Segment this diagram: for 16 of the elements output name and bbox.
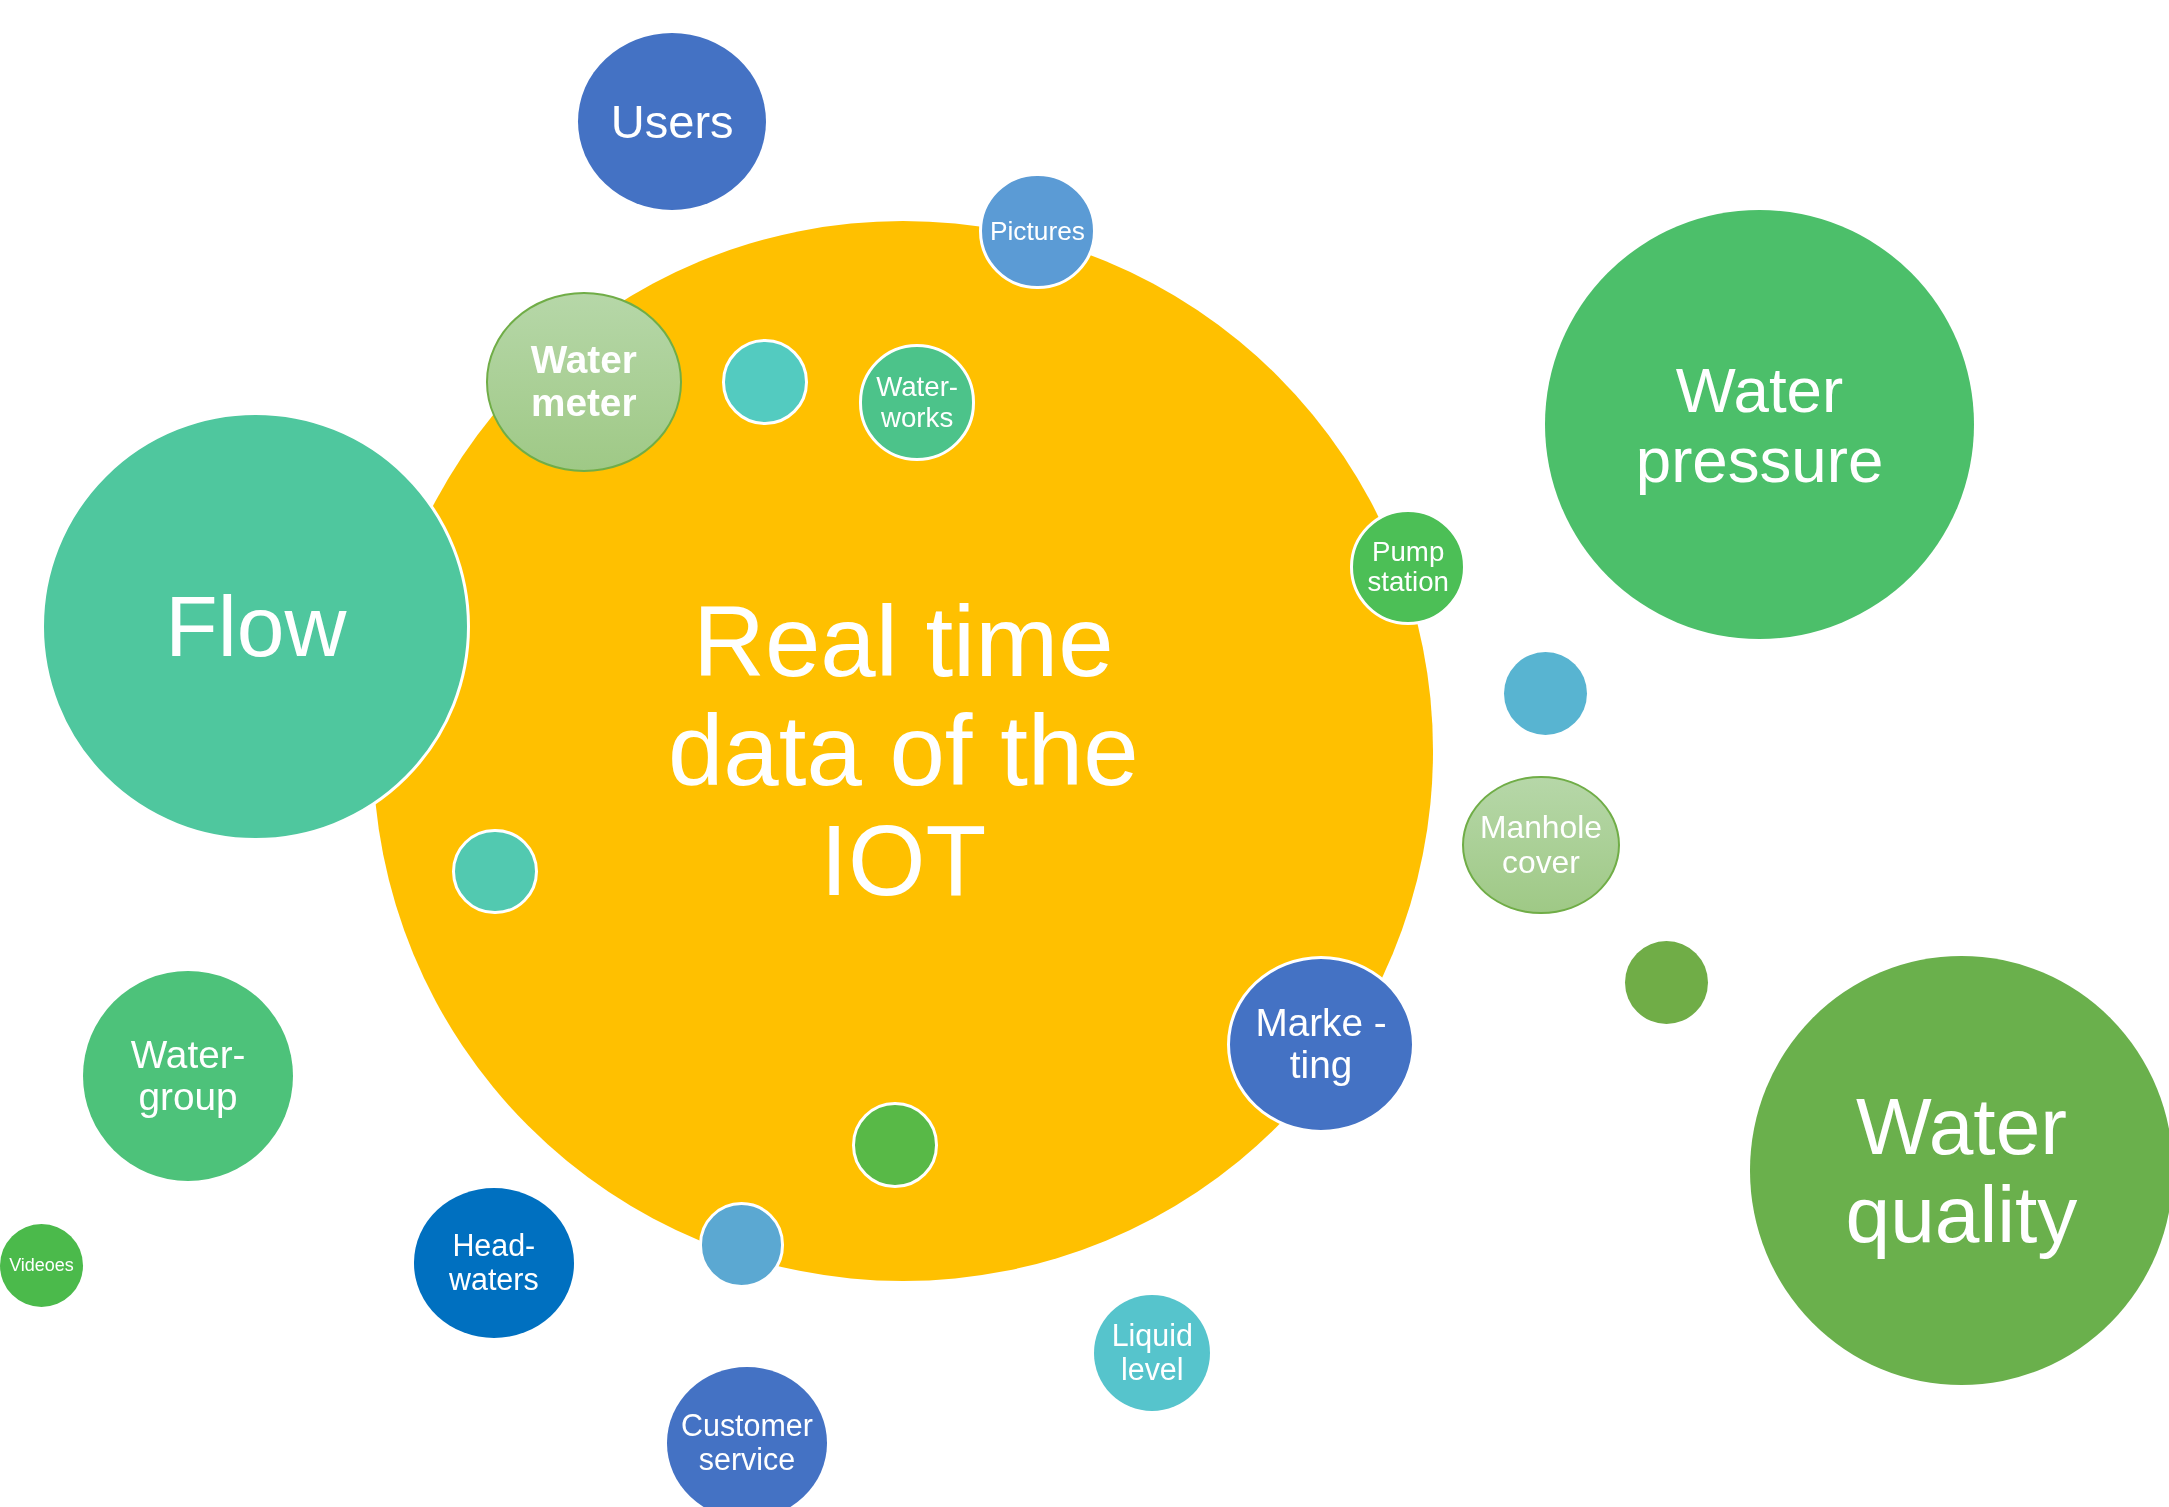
bubble-label: Liquid level — [1110, 1319, 1194, 1387]
bubble-label: Head-waters — [448, 1229, 540, 1297]
bubble-label: Marke -ting — [1254, 1001, 1388, 1087]
bubble-label: Customer service — [680, 1409, 814, 1477]
bubble-label: Users — [609, 95, 735, 148]
bubble-label: Videoes — [8, 1255, 75, 1276]
bubble-label: Manhole cover — [1478, 810, 1603, 881]
bubble-label: Pump station — [1366, 536, 1450, 598]
bubble-label: Flow — [164, 579, 348, 674]
bubble-label: Water meter — [529, 339, 638, 425]
bubble-label: Water-works — [875, 372, 960, 433]
bubble-label: Water pressure — [1634, 354, 1885, 495]
bubble-label: Pictures — [989, 216, 1086, 246]
bubble-label: Water-group — [129, 1033, 247, 1119]
bubble-label: Water quality — [1844, 1082, 2079, 1259]
bubble-label: Real time data of the IOT — [666, 586, 1140, 916]
